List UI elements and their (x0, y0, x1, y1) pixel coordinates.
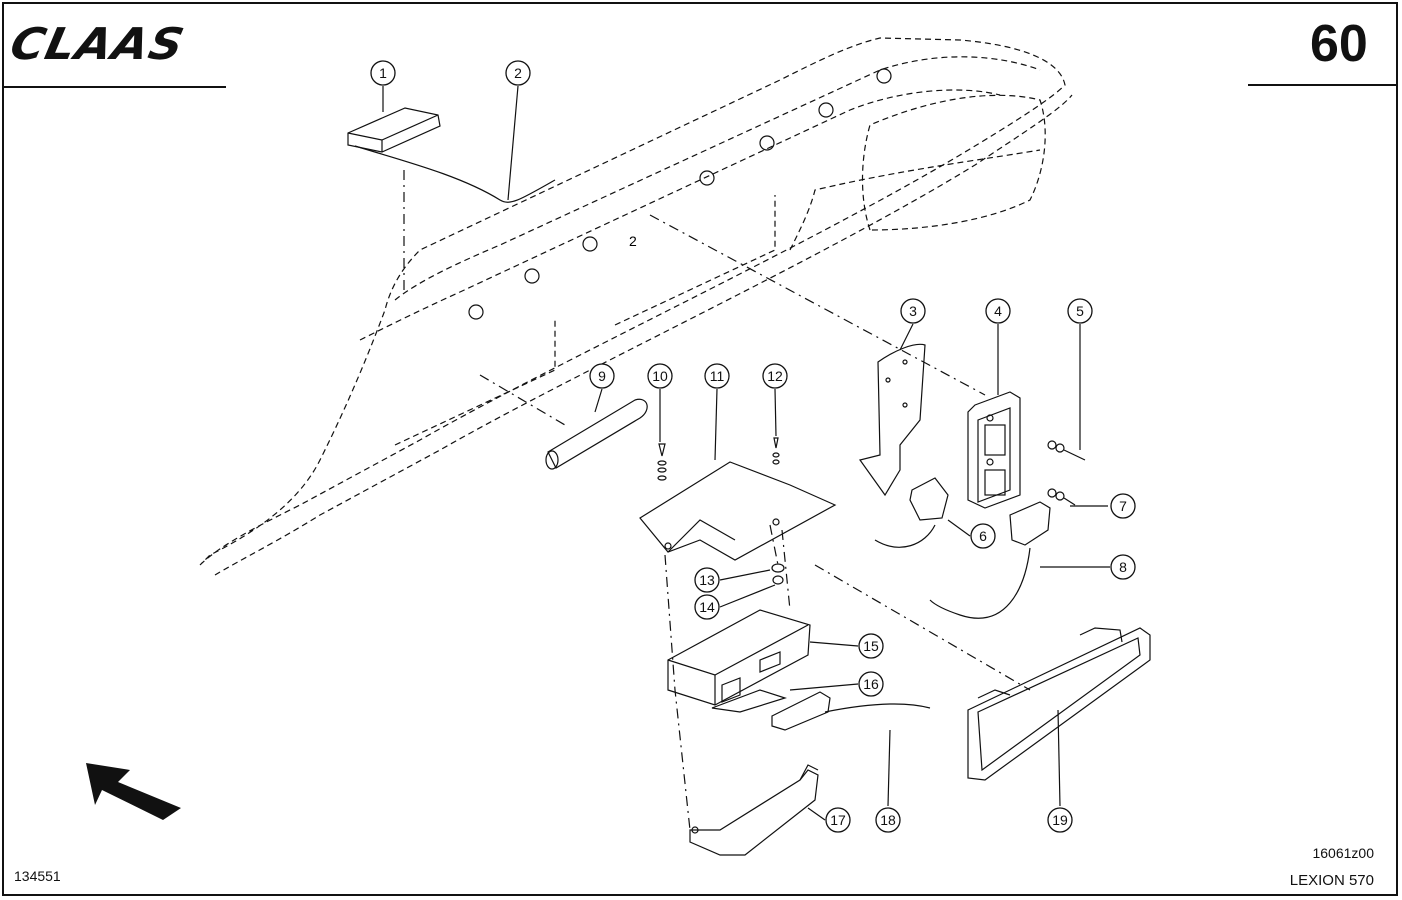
footer-left-code: 134551 (14, 868, 61, 884)
callout-label: 2 (514, 65, 522, 81)
callout-18: 18 (875, 807, 901, 833)
callout-circle (1067, 298, 1093, 324)
callout-label: 3 (909, 303, 917, 319)
callout-label: 10 (652, 368, 668, 384)
callout-circle (694, 567, 720, 593)
part-11-plate (639, 461, 837, 561)
callout-circle (970, 523, 996, 549)
callout-14: 14 (694, 594, 720, 620)
model-name: LEXION 570 (1289, 872, 1374, 889)
callout-circle (900, 298, 926, 324)
callout-11: 11 (704, 363, 730, 389)
part-17-bracket (689, 764, 819, 856)
callout-label: 18 (880, 812, 896, 828)
stray-mark: 2 (629, 233, 637, 249)
roof-holes (468, 68, 892, 320)
part-15-module (667, 609, 811, 713)
part-18-cable (771, 691, 931, 731)
callout-circle (985, 298, 1011, 324)
part-4-plate (967, 391, 1021, 509)
callout-9: 9 (589, 363, 615, 389)
callout-circle (825, 807, 851, 833)
callout-8: 8 (1110, 554, 1136, 580)
cab-roof-outline (199, 37, 1073, 576)
drawing-code: 16061z00 (1312, 845, 1374, 861)
callout-1: 1 (370, 60, 396, 86)
arrow-up-left-icon (86, 763, 181, 820)
callout-circle (1047, 807, 1073, 833)
callout-10: 10 (647, 363, 673, 389)
callout-label: 17 (830, 812, 846, 828)
leader-lines (382, 85, 1110, 821)
header-rule-right (1248, 84, 1398, 86)
part-3-gasket (858, 343, 926, 497)
callout-circle (505, 60, 531, 86)
callout-label: 4 (994, 303, 1002, 319)
callout-2: 2 (505, 60, 531, 86)
callout-label: 19 (1052, 812, 1068, 828)
part-1-light (347, 107, 556, 203)
callout-label: 9 (598, 368, 606, 384)
callout-6: 6 (970, 523, 996, 549)
callout-13: 13 (694, 567, 720, 593)
callout-label: 7 (1119, 498, 1127, 514)
callout-label: 16 (863, 676, 879, 692)
callout-circle (370, 60, 396, 86)
callout-circle (704, 363, 730, 389)
callout-label: 12 (767, 368, 783, 384)
callout-circle (1110, 493, 1136, 519)
page-number: 60 (1310, 15, 1368, 73)
callout-3: 3 (900, 298, 926, 324)
callout-label: 14 (699, 599, 715, 615)
callout-label: 5 (1076, 303, 1084, 319)
part-6-sensor (874, 477, 949, 548)
callout-circle (858, 633, 884, 659)
callout-5: 5 (1067, 298, 1093, 324)
callout-label: 6 (979, 528, 987, 544)
callout-label: 15 (863, 638, 879, 654)
callout-circle (858, 671, 884, 697)
callout-12: 12 (762, 363, 788, 389)
part-19-lamp (967, 627, 1151, 781)
parts-5-7-screws (1047, 440, 1086, 506)
callout-circle (589, 363, 615, 389)
callout-4: 4 (985, 298, 1011, 324)
callout-circle (1110, 554, 1136, 580)
callout-15: 15 (858, 633, 884, 659)
callout-circle (694, 594, 720, 620)
callout-label: 11 (710, 368, 725, 384)
callout-circle (875, 807, 901, 833)
callout-circle (762, 363, 788, 389)
callout-label: 8 (1119, 559, 1127, 575)
part-9-tube (545, 398, 648, 470)
parts-13-14-nuts (771, 563, 785, 585)
callout-label: 13 (699, 572, 715, 588)
assembly-guide-lines (403, 170, 1031, 831)
callout-19: 19 (1047, 807, 1073, 833)
callout-16: 16 (858, 671, 884, 697)
header-rule-left (4, 86, 226, 88)
callout-7: 7 (1110, 493, 1136, 519)
callout-circle (647, 363, 673, 389)
callout-label: 1 (379, 65, 387, 81)
callout-17: 17 (825, 807, 851, 833)
screws-10-12 (657, 437, 780, 481)
part-8-connector (929, 501, 1051, 619)
